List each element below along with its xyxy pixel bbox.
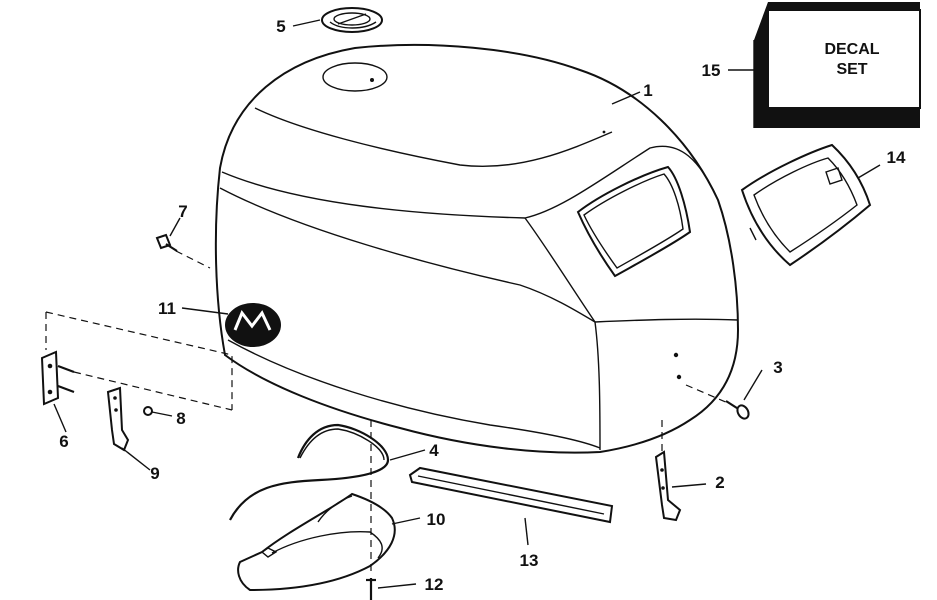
callout-1: 1 xyxy=(643,81,652,100)
callout-7: 7 xyxy=(178,202,187,221)
decal-box-line1: DECAL xyxy=(824,41,879,58)
leader-lines xyxy=(53,19,881,589)
seal-strip xyxy=(229,423,390,521)
seal-rail xyxy=(408,466,614,524)
callout-10: 10 xyxy=(427,510,446,529)
callout-4: 4 xyxy=(429,441,439,460)
callout-labels: 1 2 3 4 5 6 7 8 9 10 11 12 13 14 15 xyxy=(59,17,906,594)
callout-13: 13 xyxy=(520,551,539,570)
screw-7 xyxy=(155,233,178,252)
callout-12: 12 xyxy=(425,575,444,594)
nut-8 xyxy=(143,406,153,416)
callout-9: 9 xyxy=(150,464,159,483)
hinge-plate xyxy=(40,350,75,406)
callout-8: 8 xyxy=(176,409,185,428)
latch-bracket-2 xyxy=(654,450,682,522)
decal-set-box: DECAL SET xyxy=(753,2,921,128)
callout-5: 5 xyxy=(276,17,285,36)
callout-11: 11 xyxy=(158,299,176,318)
lower-tray xyxy=(237,492,396,592)
screw-3 xyxy=(725,400,750,420)
callout-15: 15 xyxy=(702,61,721,80)
callout-2: 2 xyxy=(715,473,724,492)
callout-3: 3 xyxy=(773,358,782,377)
callout-14: 14 xyxy=(887,148,906,167)
decal-box-line2: SET xyxy=(836,61,867,78)
callout-6: 6 xyxy=(59,432,68,451)
fill-cap xyxy=(321,7,383,33)
engine-cover xyxy=(214,43,740,454)
window-trim-frame xyxy=(740,143,872,267)
screw-12 xyxy=(366,578,376,600)
assembly-lines xyxy=(45,250,729,575)
latch-bracket-9 xyxy=(106,386,130,452)
